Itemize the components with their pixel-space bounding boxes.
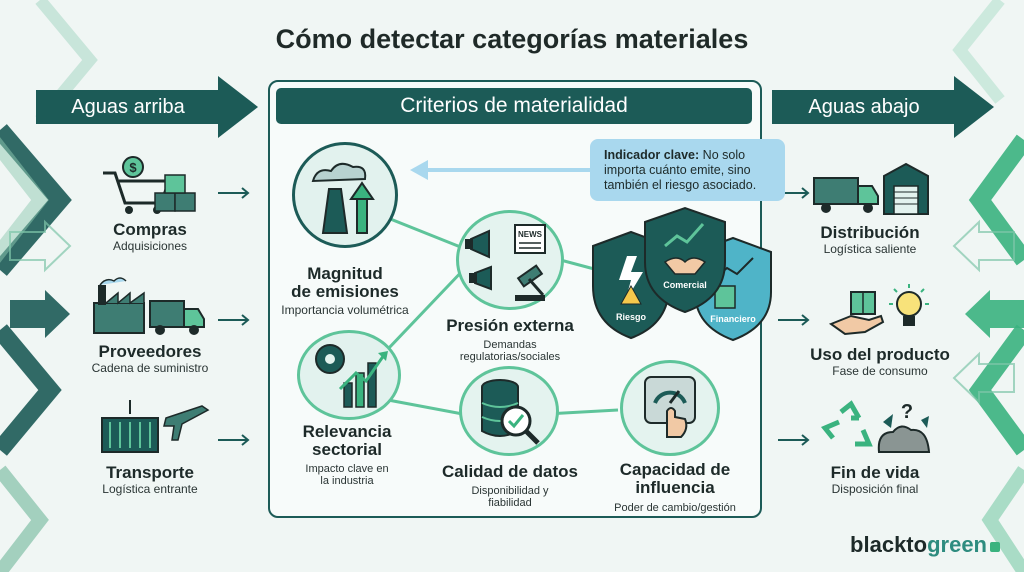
factory-truck-icon: [93, 277, 205, 335]
svg-text:?: ?: [901, 401, 913, 423]
criterion-title: Capacidad de: [619, 460, 731, 479]
criterion-relevancia: Relevancia sectorial Impacto clave en la…: [282, 422, 412, 488]
upstream-label: Aguas arriba: [71, 96, 185, 118]
upstream-item-compras: $ Compras Adquisiciones: [90, 155, 210, 253]
factory-emissions-icon: [311, 162, 375, 234]
svg-text:$: $: [129, 160, 137, 175]
criterion-subtitle: Importancia volumétrica: [281, 303, 409, 317]
shield-comercial: Comercial: [644, 206, 726, 314]
arrow-right-icon: [218, 434, 250, 446]
callout-text: No solo: [699, 148, 746, 162]
criterion-capacidad: Capacidad de influencia Poder de cambio/…: [600, 461, 750, 515]
criterion-title: de emisiones: [291, 282, 399, 301]
brand-logo: blacktogreen: [850, 532, 1000, 558]
criterion-subtitle: Disponibilidad y: [471, 485, 549, 497]
arrow-right-icon: [218, 314, 250, 326]
criteria-header: Criterios de materialidad: [276, 88, 752, 124]
item-title: Transporte: [106, 463, 194, 482]
shield-label: Financiero: [710, 314, 756, 324]
data-quality-circle: [459, 366, 559, 456]
criterion-subtitle: la industria: [320, 475, 374, 487]
criterion-subtitle: regulatorias/sociales: [459, 351, 561, 363]
criterion-subtitle: fiabilidad: [488, 497, 532, 509]
hand-bulb-icon: [828, 284, 929, 336]
item-title: Proveedores: [98, 342, 202, 361]
callout-arrow-icon: [410, 160, 600, 180]
touch-control-icon: [644, 376, 696, 438]
criterion-subtitle: Impacto clave en: [305, 463, 389, 475]
callout-bold: Indicador clave:: [604, 148, 700, 162]
recycle-waste-icon: ?: [820, 400, 931, 453]
criterion-subtitle: Demandas: [483, 339, 537, 351]
pressure-circle: NEWS: [456, 210, 564, 310]
shopping-cart-icon: $: [103, 156, 196, 214]
logo-part: green: [927, 532, 987, 557]
news-label: NEWS: [518, 230, 543, 239]
shield-label: Riesgo: [616, 312, 647, 322]
criterion-presion: Presión externa Demandas regulatorias/so…: [430, 316, 590, 364]
risk-shields: Riesgo Financiero Comercial: [592, 206, 772, 342]
sector-circle: [297, 330, 401, 420]
arrow-right-icon: [778, 434, 810, 446]
criterion-calidad: Calidad de datos Disponibilidad y fiabil…: [430, 462, 590, 510]
item-subtitle: Adquisiciones: [112, 239, 188, 253]
key-indicator-callout: Indicador clave: No solo importa cuánto …: [590, 139, 785, 201]
influence-circle: [620, 360, 720, 456]
criterion-title: Magnitud: [307, 264, 383, 283]
truck-warehouse-icon: [813, 162, 929, 215]
item-subtitle: Cadena de suministro: [91, 361, 209, 375]
item-subtitle: Disposición final: [831, 482, 919, 496]
criterion-title: Relevancia: [302, 422, 392, 441]
downstream-label: Aguas abajo: [808, 96, 920, 118]
item-subtitle: Logística entrante: [102, 482, 198, 496]
logo-part: blackto: [850, 532, 928, 557]
arrow-right-icon: [778, 314, 810, 326]
item-subtitle: Fase de consumo: [832, 364, 928, 378]
emissions-circle: [292, 142, 398, 248]
upstream-item-proveedores: Proveedores Cadena de suministro: [80, 275, 220, 375]
downstream-item-fin: ? Fin de vida Disposición final: [800, 398, 950, 496]
item-subtitle: Logística saliente: [823, 242, 917, 256]
criterion-title: sectorial: [312, 440, 382, 459]
downstream-band: Aguas abajo: [772, 76, 994, 138]
upstream-band: Aguas arriba: [36, 76, 258, 138]
criterion-title: influencia: [635, 478, 715, 497]
megaphone-gavel-icon: NEWS: [465, 224, 546, 301]
database-search-icon: [481, 379, 540, 445]
downstream-item-uso: Uso del producto Fase de consumo: [800, 282, 960, 378]
arrow-right-icon: [218, 187, 250, 199]
criterion-title: Calidad de datos: [441, 462, 579, 481]
container-plane-icon: [101, 400, 210, 453]
callout-text: importa cuánto emite, sino: [604, 163, 751, 177]
criterion-subtitle: Poder de cambio/gestión: [614, 502, 736, 514]
item-title: Compras: [113, 220, 187, 239]
shield-label: Comercial: [663, 280, 707, 290]
downstream-item-distribucion: Distribución Logística saliente: [805, 160, 935, 256]
item-title: Uso del producto: [810, 345, 950, 364]
gear-chart-icon: [315, 344, 388, 408]
criterion-title: Presión externa: [446, 316, 574, 335]
page-title: Cómo detectar categorías materiales: [275, 24, 749, 54]
callout-text: también el riesgo asociado.: [604, 178, 757, 192]
upstream-item-transporte: Transporte Logística entrante: [80, 396, 220, 496]
item-title: Distribución: [820, 223, 920, 242]
item-title: Fin de vida: [830, 463, 920, 482]
criterion-magnitud: Magnitud de emisiones Importancia volumé…: [275, 264, 415, 318]
